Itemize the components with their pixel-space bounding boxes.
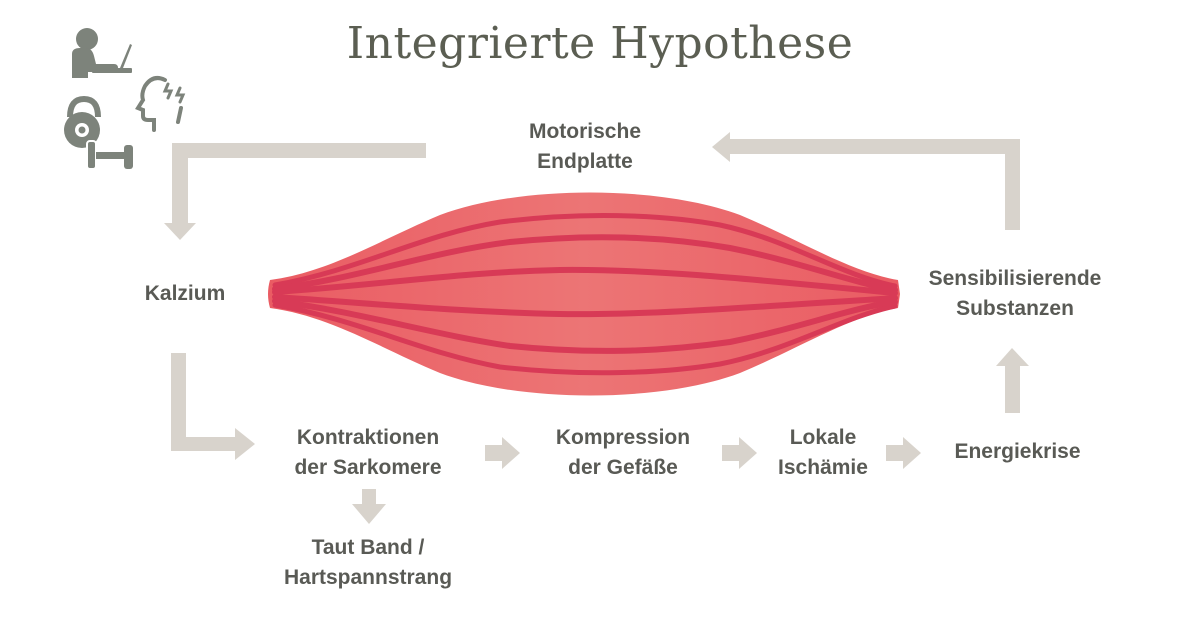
person-at-laptop-icon	[72, 28, 132, 78]
node-energiekrise: Energiekrise	[930, 437, 1105, 467]
node-line: der Sarkomere	[294, 456, 442, 479]
node-line: Kalzium	[144, 282, 226, 305]
node-line: Sensibilisierende	[928, 267, 1102, 290]
node-sensibilisierende-substanzen: Sensibilisierende Substanzen	[905, 264, 1125, 324]
node-line: Ischämie	[778, 456, 868, 479]
dumbbell-icon	[86, 140, 133, 170]
arrow-endplatte-to-kalzium	[164, 143, 426, 240]
node-motorische-endplatte: Motorische Endplatte	[495, 117, 675, 177]
node-line: Endplatte	[537, 150, 633, 173]
arrow-kompression-to-ischaemie	[722, 437, 757, 469]
node-line: der Gefäße	[568, 456, 678, 479]
icon-cluster	[64, 28, 186, 170]
page-title: Integrierte Hypothese	[346, 18, 854, 69]
node-taut-band: Taut Band / Hartspannstrang	[258, 533, 478, 593]
node-kontraktionen: Kontraktionen der Sarkomere	[268, 423, 468, 483]
head-with-lightning-icon	[135, 76, 186, 132]
node-kompression: Kompression der Gefäße	[528, 423, 718, 483]
arrow-kalzium-to-kontraktionen	[171, 353, 255, 460]
arrow-kontraktionen-to-tautband	[352, 489, 386, 524]
arrow-energiekrise-to-substanzen	[996, 348, 1029, 413]
node-line: Taut Band /	[311, 536, 425, 559]
node-lokale-ischaemie: Lokale Ischämie	[758, 423, 888, 483]
node-line: Energiekrise	[954, 440, 1081, 463]
arrow-substanzen-to-endplatte	[712, 132, 1020, 230]
node-kalzium: Kalzium	[120, 279, 250, 309]
node-line: Lokale	[789, 426, 857, 449]
node-line: Motorische	[528, 120, 641, 143]
node-line: Kontraktionen	[296, 426, 440, 449]
arrow-kontraktionen-to-kompression	[485, 437, 520, 469]
node-line: Kompression	[555, 426, 691, 449]
kettlebell-icon	[64, 95, 101, 148]
muscle-illustration	[268, 192, 900, 396]
node-line: Substanzen	[956, 297, 1074, 320]
arrow-ischaemie-to-energiekrise	[886, 437, 921, 469]
node-line: Hartspannstrang	[283, 566, 453, 589]
